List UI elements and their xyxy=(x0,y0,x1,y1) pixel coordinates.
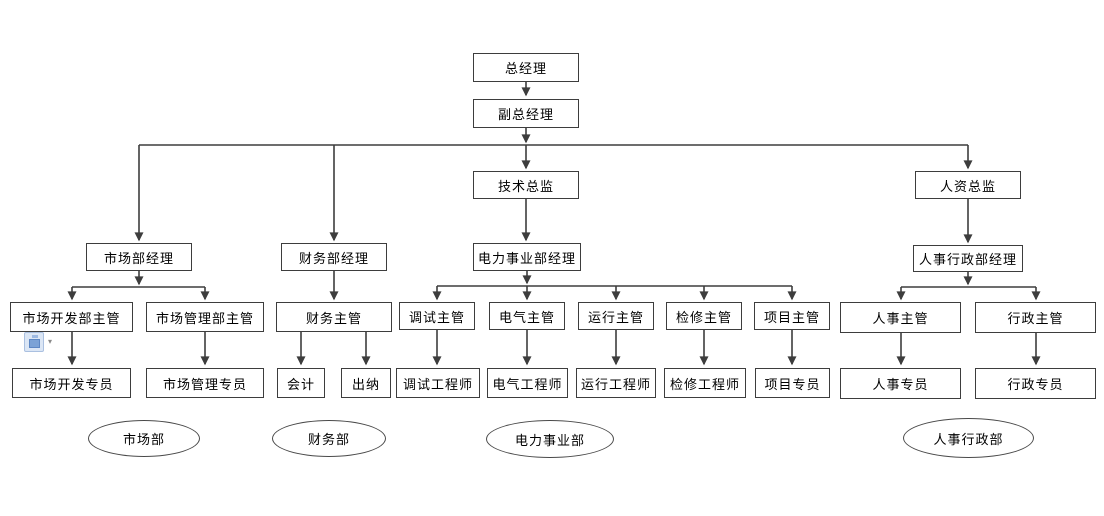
node-cashier[interactable]: 出纳 xyxy=(341,368,391,398)
node-hr-director[interactable]: 人资总监 xyxy=(915,171,1021,199)
dept-ellipse-finance[interactable]: 财务部 xyxy=(272,420,386,457)
node-accountant[interactable]: 会计 xyxy=(277,368,325,398)
node-hr-admin-dept-manager[interactable]: 人事行政部经理 xyxy=(913,245,1023,272)
clipboard-clip xyxy=(32,335,38,338)
node-project-specialist[interactable]: 项目专员 xyxy=(755,368,830,398)
node-finance-dept-manager[interactable]: 财务部经理 xyxy=(281,243,387,271)
node-general-manager[interactable]: 总经理 xyxy=(473,53,579,82)
node-finance-supervisor[interactable]: 财务主管 xyxy=(276,302,392,332)
dept-ellipse-power[interactable]: 电力事业部 xyxy=(486,420,614,458)
node-admin-supervisor[interactable]: 行政主管 xyxy=(975,302,1096,333)
node-operation-supervisor[interactable]: 运行主管 xyxy=(578,302,654,330)
node-maintenance-supervisor[interactable]: 检修主管 xyxy=(666,302,742,330)
node-market-development-specialist[interactable]: 市场开发专员 xyxy=(12,368,131,398)
node-electrical-engineer[interactable]: 电气工程师 xyxy=(487,368,568,398)
dept-ellipse-marketing[interactable]: 市场部 xyxy=(88,420,200,457)
paste-options-clipboard-icon[interactable] xyxy=(24,332,44,352)
node-hr-supervisor[interactable]: 人事主管 xyxy=(840,302,961,333)
paste-options-button[interactable]: ▾ xyxy=(24,331,60,353)
node-deputy-general-manager[interactable]: 副总经理 xyxy=(473,99,579,128)
node-marketing-dept-manager[interactable]: 市场部经理 xyxy=(86,243,192,271)
node-market-management-specialist[interactable]: 市场管理专员 xyxy=(146,368,264,398)
node-market-management-supervisor[interactable]: 市场管理部主管 xyxy=(146,302,264,332)
node-admin-specialist[interactable]: 行政专员 xyxy=(975,368,1096,399)
node-operation-engineer[interactable]: 运行工程师 xyxy=(576,368,656,398)
clipboard-sheet xyxy=(29,339,40,348)
dept-ellipse-hr-admin[interactable]: 人事行政部 xyxy=(903,418,1034,458)
node-electrical-supervisor[interactable]: 电气主管 xyxy=(489,302,565,330)
node-hr-specialist[interactable]: 人事专员 xyxy=(840,368,961,399)
node-commissioning-engineer[interactable]: 调试工程师 xyxy=(396,368,480,398)
node-power-division-manager[interactable]: 电力事业部经理 xyxy=(473,243,581,271)
node-maintenance-engineer[interactable]: 检修工程师 xyxy=(664,368,746,398)
node-technical-director[interactable]: 技术总监 xyxy=(473,171,579,199)
node-market-development-supervisor[interactable]: 市场开发部主管 xyxy=(10,302,133,332)
chevron-down-icon[interactable]: ▾ xyxy=(48,337,53,346)
node-commissioning-supervisor[interactable]: 调试主管 xyxy=(399,302,475,330)
node-project-supervisor[interactable]: 项目主管 xyxy=(754,302,830,330)
